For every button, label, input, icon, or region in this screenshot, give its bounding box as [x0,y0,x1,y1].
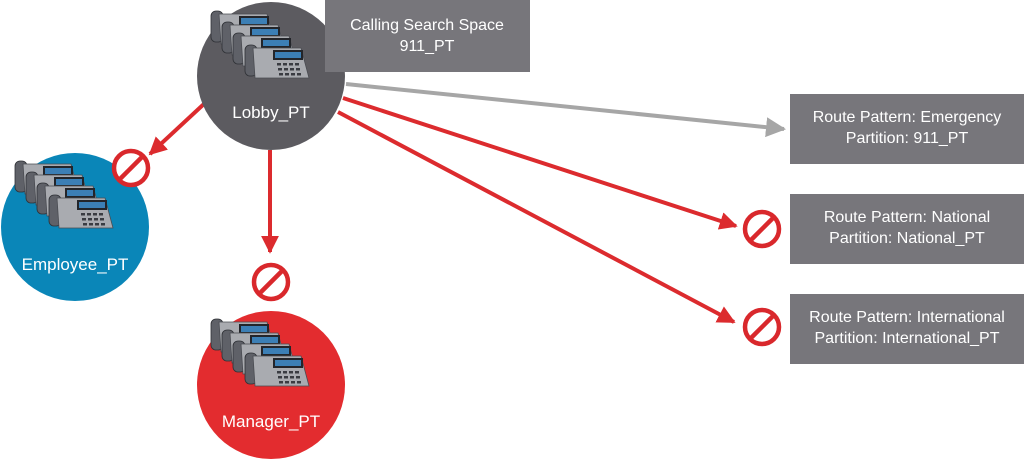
arrow-lobby-to-national [342,96,738,230]
employee-node: Employee_PT [1,153,149,301]
prohibited-icon-manager [254,265,288,299]
prohibited-icon-international [745,310,779,344]
prohibited-icon-employee [114,151,148,185]
route-pattern-line1: Route Pattern: International [809,309,1005,326]
route-pattern-line1: Route Pattern: Emergency [813,109,1002,126]
calling-search-space-box: Calling Search Space 911_PT [325,0,530,72]
arrow-lobby-to-emergency [345,82,786,138]
arrow-lobby-to-international [337,110,736,324]
route-pattern-international-box: Route Pattern: International Partition: … [790,294,1024,364]
route-pattern-line2: Partition: International_PT [815,330,1000,347]
arrow-lobby-to-employee [148,101,207,156]
route-pattern-line2: Partition: National_PT [829,230,985,247]
route-pattern-line2: Partition: 911_PT [846,130,969,147]
lobby-node: Lobby_PT [197,2,345,150]
lobby-label: Lobby_PT [232,103,310,122]
prohibited-icon-national [745,212,779,246]
employee-label: Employee_PT [22,255,129,274]
css-box-line2: 911_PT [400,38,455,55]
manager-label: Manager_PT [222,412,320,431]
manager-node: Manager_PT [197,311,345,459]
css-box-line1: Calling Search Space [350,17,504,34]
route-pattern-national-box: Route Pattern: National Partition: Natio… [790,194,1024,264]
route-pattern-line1: Route Pattern: National [824,209,990,226]
route-pattern-emergency-box: Route Pattern: Emergency Partition: 911_… [790,94,1024,164]
